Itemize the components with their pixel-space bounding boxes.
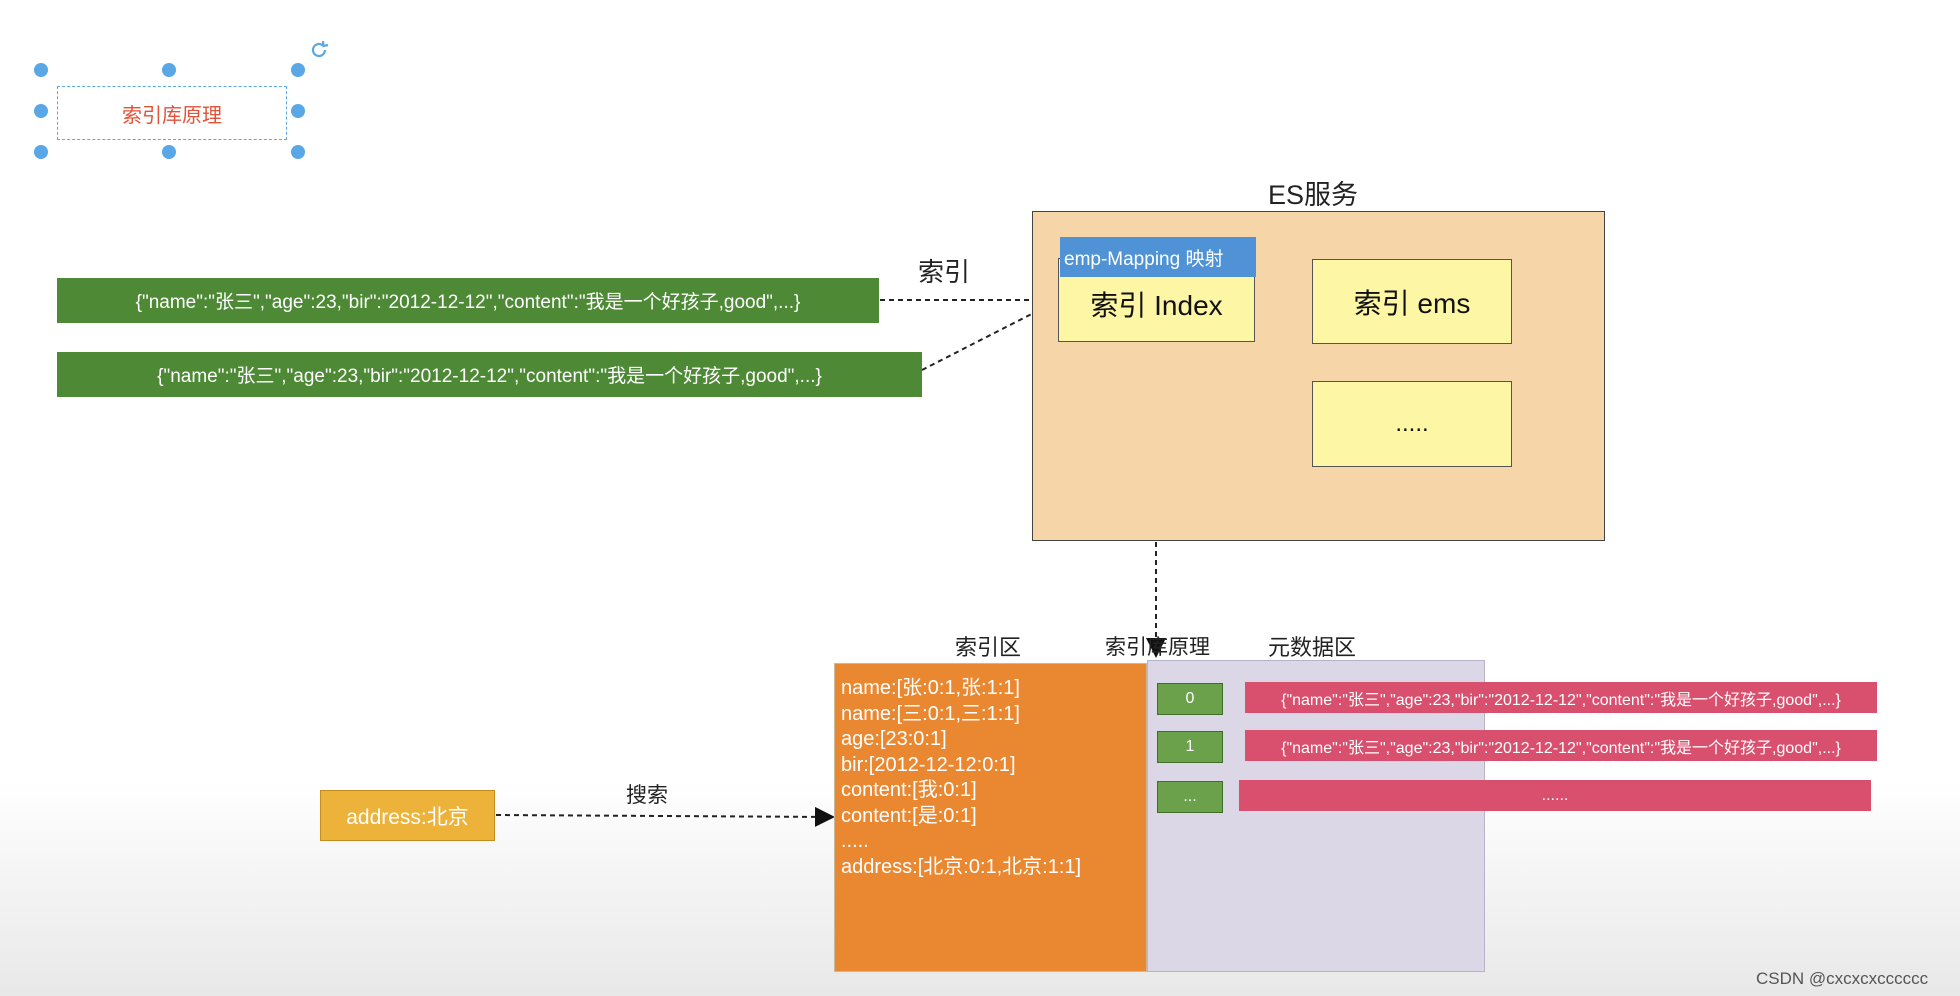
stored-document: {"name":"张三","age":23,"bir":"2012-12-12"…	[1245, 682, 1877, 713]
document-bar: {"name":"张三","age":23,"bir":"2012-12-12"…	[57, 352, 922, 397]
document-text: {"name":"张三","age":23,"bir":"2012-12-12"…	[135, 292, 801, 313]
stored-document: {"name":"张三","age":23,"bir":"2012-12-12"…	[1245, 730, 1877, 761]
arrow-doc2-to-index	[921, 301, 1057, 371]
watermark: CSDN @cxcxcxcccccc	[1756, 969, 1929, 988]
stored-document-text: {"name":"张三","age":23,"bir":"2012-12-12"…	[1281, 739, 1841, 757]
index-entry: content:[是:0:1]	[841, 804, 977, 827]
search-arrow-label: 搜索	[626, 784, 668, 807]
doc-id-box: 1	[1157, 731, 1223, 763]
index-entry: .....	[841, 830, 869, 852]
resize-handle[interactable]	[291, 145, 305, 159]
index-entry: address:[北京:0:1,北京:1:1]	[841, 855, 1082, 878]
resize-handle[interactable]	[34, 63, 48, 77]
doc-id: 0	[1185, 690, 1195, 707]
ems-index-label: 索引 ems	[1353, 287, 1471, 319]
mapping-tag-label: emp-Mapping 映射	[1064, 248, 1224, 270]
search-query-box: address:北京	[320, 790, 495, 841]
resize-handle[interactable]	[162, 63, 176, 77]
more-index-label: .....	[1395, 410, 1429, 437]
stored-document-text: ......	[1541, 786, 1569, 804]
title-box[interactable]: 索引库原理	[57, 86, 287, 140]
document-text: {"name":"张三","age":23,"bir":"2012-12-12"…	[157, 366, 822, 387]
doc-id: ...	[1183, 788, 1197, 805]
search-query-text: address:北京	[346, 805, 469, 829]
resize-handle[interactable]	[34, 145, 48, 159]
stored-document-text: {"name":"张三","age":23,"bir":"2012-12-12"…	[1281, 691, 1841, 709]
resize-handle[interactable]	[291, 63, 305, 77]
index-entry: age:[23:0:1]	[841, 728, 947, 750]
index-entry: bir:[2012-12-12:0:1]	[841, 753, 1016, 776]
resize-handle[interactable]	[291, 104, 305, 118]
index-box-label: 索引 Index	[1090, 290, 1223, 321]
rotate-icon[interactable]	[307, 38, 331, 62]
doc-id-box: 0	[1157, 683, 1223, 715]
inverted-index-area: name:[张:0:1,张:1:1] name:[三:0:1,三:1:1] ag…	[834, 663, 1147, 972]
index-area-label: 索引区	[955, 635, 1022, 660]
metadata-area-label: 元数据区	[1268, 635, 1357, 660]
index-entry: content:[我:0:1]	[841, 779, 977, 801]
index-arrow-label: 索引	[918, 257, 971, 287]
arrow-search-to-index-area	[495, 806, 835, 827]
mapping-tag[interactable]: emp-Mapping 映射	[1060, 237, 1256, 277]
index-entry: name:[三:0:1,三:1:1]	[841, 702, 1020, 725]
resize-handle[interactable]	[162, 145, 176, 159]
es-service-title: ES服务	[1268, 180, 1359, 210]
stored-document: ......	[1239, 780, 1871, 811]
document-bar: {"name":"张三","age":23,"bir":"2012-12-12"…	[57, 278, 879, 323]
principle-label: 索引库原理	[1105, 636, 1210, 659]
index-entry: name:[张:0:1,张:1:1]	[841, 677, 1020, 699]
doc-id-box: ...	[1157, 781, 1223, 813]
resize-handle[interactable]	[34, 104, 48, 118]
doc-id: 1	[1185, 738, 1195, 755]
title-box-label: 索引库原理	[122, 104, 222, 127]
more-index-box[interactable]: .....	[1312, 381, 1512, 467]
ems-index-box[interactable]: 索引 ems	[1312, 259, 1512, 344]
